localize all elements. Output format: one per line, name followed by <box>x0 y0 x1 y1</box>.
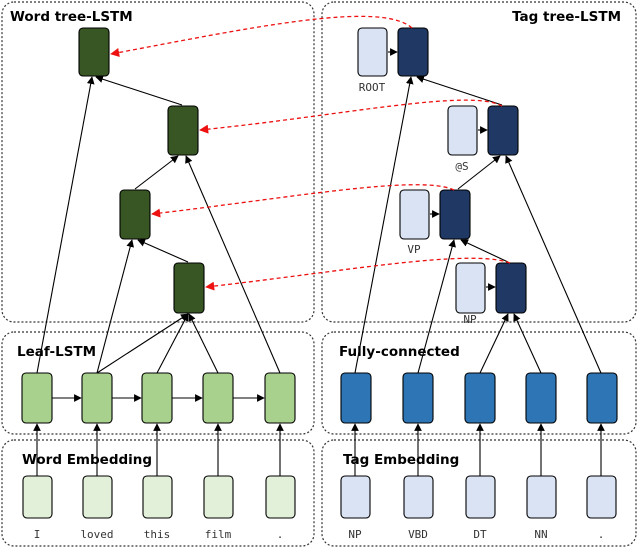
word-embedding-node <box>82 475 113 519</box>
tag-tree-edge <box>460 239 509 263</box>
tag-embedding-node <box>465 475 496 519</box>
tag-embedding-node <box>403 475 434 519</box>
tag-tree-lstm-title: Tag tree-LSTM <box>512 9 621 25</box>
word-tree-node <box>78 27 110 77</box>
tag-label: VBD <box>408 528 428 541</box>
tree-edge <box>137 239 189 263</box>
fully-connected-node <box>402 372 434 424</box>
word-label: loved <box>80 528 113 541</box>
fully-connected-node <box>525 372 557 424</box>
phrase-label-np: NP <box>463 313 477 326</box>
word-label: . <box>277 528 284 541</box>
tag-embedding-node <box>340 475 371 519</box>
phrase-label-node-root <box>357 27 388 77</box>
leaf-lstm-title: Leaf-LSTM <box>17 344 96 360</box>
cross-tree-link <box>110 15 413 57</box>
tag-tree-node <box>439 189 471 240</box>
word-tree-node <box>173 262 205 314</box>
word-embedding-node <box>22 475 53 519</box>
fully-connected-node <box>464 372 496 424</box>
leaf-lstm-node <box>81 372 113 424</box>
leaf-lstm-node <box>202 372 234 424</box>
tree-edge <box>36 76 95 374</box>
tag-label: NN <box>534 528 547 541</box>
tree-edge <box>156 313 189 374</box>
phrase-label-node-np <box>455 262 486 314</box>
word-label: this <box>144 528 171 541</box>
tree-edge <box>96 313 189 374</box>
tag-tree-edge <box>354 76 414 374</box>
tag-label: DT <box>473 528 487 541</box>
fully-connected-node <box>586 372 618 424</box>
word-tree-node <box>119 189 151 240</box>
word-label: I <box>34 528 41 541</box>
tag-label: NP <box>348 528 362 541</box>
tree-edge <box>185 155 281 374</box>
tag-embedding-title: Tag Embedding <box>343 452 459 468</box>
word-tree-lstm-title: Word tree-LSTM <box>10 9 133 25</box>
word-label: film <box>205 528 232 541</box>
phrase-label-node-s <box>447 105 478 156</box>
tag-tree-edge <box>417 239 456 374</box>
leaf-lstm-node <box>264 372 296 424</box>
tag-tree-edge <box>513 313 542 374</box>
word-tree-node <box>167 105 199 156</box>
tag-tree-node <box>397 27 429 77</box>
phrase-label-vp: VP <box>407 243 421 256</box>
tag-tree-edge <box>505 155 602 374</box>
tag-tree-node <box>487 105 519 156</box>
word-embedding-node <box>265 475 296 519</box>
word-embedding-node <box>203 475 234 519</box>
tree-edge <box>188 313 219 374</box>
word-tree-lstm-panel <box>1 1 315 323</box>
tag-embedding-node <box>586 475 617 519</box>
word-embedding-node <box>142 475 173 519</box>
tag-embedding-node <box>526 475 557 519</box>
tag-tree-lstm-panel <box>321 1 637 323</box>
tag-tree-edge <box>479 313 509 374</box>
word-embedding-title: Word Embedding <box>22 452 152 468</box>
phrase-label-s: @S <box>455 160 468 173</box>
cross-tree-link <box>205 257 511 291</box>
tag-tree-node <box>495 262 527 314</box>
phrase-label-node-vp <box>399 189 430 240</box>
fully-connected-node <box>340 372 372 424</box>
fully-connected-title: Fully-connected <box>339 344 460 360</box>
leaf-lstm-node <box>141 372 173 424</box>
tag-tree-edge <box>416 75 503 106</box>
tree-edge <box>96 239 134 374</box>
leaf-lstm-node <box>21 372 53 424</box>
tree-edge <box>134 155 179 190</box>
cross-tree-link <box>151 184 455 218</box>
tag-label: . <box>598 528 605 541</box>
phrase-label-root: ROOT <box>359 81 386 94</box>
tree-edge <box>95 75 183 106</box>
tag-tree-edge <box>457 155 501 190</box>
